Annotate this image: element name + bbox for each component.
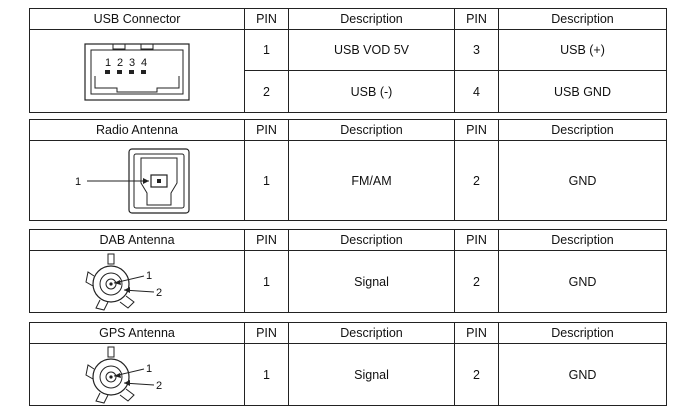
description-header: Description — [498, 322, 667, 344]
table-row: 1 1 FM/AM 2 GND — [29, 140, 667, 221]
usb-connector-table: USB Connector PIN Description PIN Descri… — [29, 8, 667, 113]
description-header: Description — [288, 322, 455, 344]
pin-number: 2 — [454, 343, 499, 406]
pin-description: GND — [498, 343, 667, 406]
gps-antenna-diagram: 1 2 — [29, 343, 245, 406]
pin-header: PIN — [454, 8, 499, 30]
pin-description: GND — [498, 140, 667, 221]
description-header: Description — [498, 119, 667, 141]
table-row: 2 USB (-) 4 USB GND — [30, 70, 667, 113]
gps-antenna-connector-icon: 1 2 — [85, 346, 162, 404]
table-header-row: DAB Antenna PIN Description PIN Descript… — [29, 229, 667, 251]
table-header-row: GPS Antenna PIN Description PIN Descript… — [29, 322, 667, 344]
radio-antenna-connector-icon: 1 — [75, 147, 190, 214]
pin-number: 2 — [454, 140, 499, 221]
usb-connector-icon: 1 2 3 4 — [84, 43, 190, 101]
pin-number: 1 — [244, 29, 289, 71]
gps-antenna-table: GPS Antenna PIN Description PIN Descript… — [29, 322, 667, 406]
pin-header: PIN — [244, 8, 289, 30]
description-header: Description — [498, 229, 667, 251]
pin-number: 1 — [244, 250, 289, 313]
pin-header: PIN — [454, 322, 499, 344]
description-header: Description — [498, 8, 667, 30]
usb-connector-diagram: 1 2 3 4 — [29, 29, 245, 113]
table-row: 1 2 1 Signal 2 GND — [29, 250, 667, 313]
connector-name: USB Connector — [29, 8, 245, 30]
pin-label: 1 — [146, 363, 152, 375]
pin-number: 1 — [244, 343, 289, 406]
radio-antenna-table: Radio Antenna PIN Description PIN Descri… — [29, 119, 667, 221]
pin-label: 2 — [156, 287, 162, 299]
pin-label: 2 — [117, 57, 123, 69]
pin-description: GND — [498, 250, 667, 313]
pin-header: PIN — [244, 229, 289, 251]
connector-name: Radio Antenna — [29, 119, 245, 141]
pin-description: USB (-) — [288, 70, 455, 113]
dab-antenna-diagram: 1 2 — [29, 250, 245, 313]
pin-header: PIN — [454, 229, 499, 251]
radio-antenna-diagram: 1 — [29, 140, 245, 221]
pin-label: 4 — [141, 57, 147, 69]
pin-description: USB VOD 5V — [288, 29, 455, 71]
pin-header: PIN — [244, 119, 289, 141]
pin-label: 1 — [146, 270, 152, 282]
pin-label: 1 — [75, 176, 81, 188]
pin-description: USB GND — [498, 70, 667, 113]
pin-description: Signal — [288, 250, 455, 313]
pin-header: PIN — [454, 119, 499, 141]
pin-number: 1 — [244, 140, 289, 221]
pin-description: FM/AM — [288, 140, 455, 221]
pin-description: Signal — [288, 343, 455, 406]
pin-number: 2 — [244, 70, 289, 113]
table-row: 1 2 1 Signal 2 GND — [29, 343, 667, 406]
table-header-row: USB Connector PIN Description PIN Descri… — [29, 8, 667, 30]
pin-description: USB (+) — [498, 29, 667, 71]
description-header: Description — [288, 119, 455, 141]
table-header-row: Radio Antenna PIN Description PIN Descri… — [29, 119, 667, 141]
dab-antenna-connector-icon: 1 2 — [85, 253, 162, 311]
pin-header: PIN — [244, 322, 289, 344]
description-header: Description — [288, 8, 455, 30]
pin-number: 3 — [454, 29, 499, 71]
pin-label: 2 — [156, 380, 162, 392]
connector-name: DAB Antenna — [29, 229, 245, 251]
dab-antenna-table: DAB Antenna PIN Description PIN Descript… — [29, 229, 667, 313]
description-header: Description — [288, 229, 455, 251]
connector-name: GPS Antenna — [29, 322, 245, 344]
pin-label: 1 — [105, 57, 111, 69]
pin-number: 2 — [454, 250, 499, 313]
pin-number: 4 — [454, 70, 499, 113]
pin-label: 3 — [129, 57, 135, 69]
table-row: 1 2 3 4 1 USB VOD 5V 3 USB (+) — [29, 29, 667, 113]
